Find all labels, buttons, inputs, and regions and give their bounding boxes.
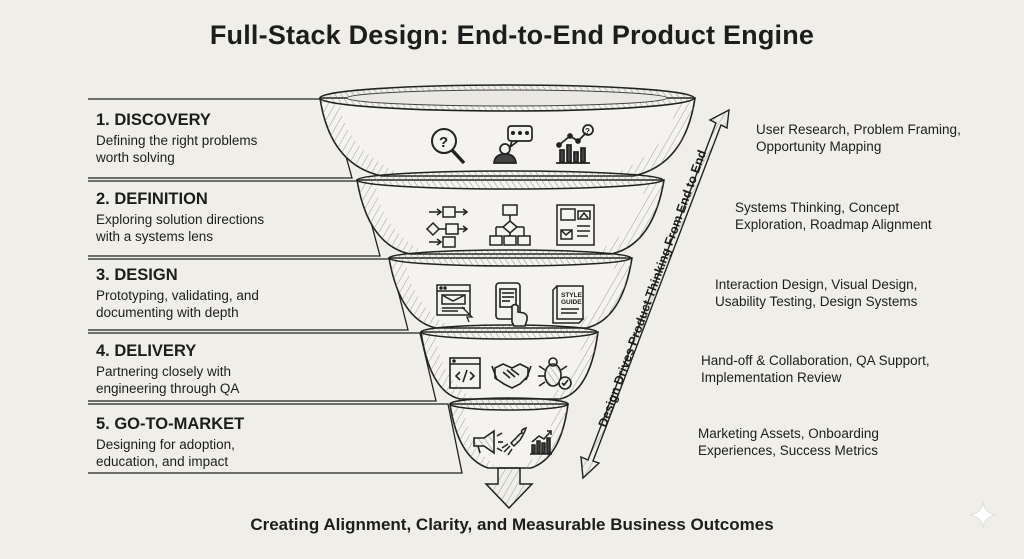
activities-discovery: User Research, Problem Framing, Opportun… (756, 122, 961, 154)
code-window-icon (449, 357, 481, 389)
mobile-tap-icon (495, 282, 528, 327)
stage-heading: 1. DISCOVERY (96, 111, 211, 129)
funnel-tier-4 (420, 324, 599, 400)
stage-definition: 2. DEFINITION Exploring solution directi… (96, 190, 356, 245)
rocket-icon (501, 426, 528, 456)
activities-design: Interaction Design, Visual Design, Usabi… (715, 277, 918, 309)
process-flow-icon (425, 206, 469, 248)
stage-heading: 3. DESIGN (96, 266, 178, 284)
stage-description: Partnering closely with engineering thro… (96, 364, 240, 396)
stage-heading: 4. DELIVERY (96, 342, 197, 360)
page-title: Full-Stack Design: End-to-End Product En… (209, 20, 815, 50)
activities-delivery: Hand-off & Collaboration, QA Support, Im… (701, 353, 930, 385)
stage-discovery: 1. DISCOVERY Defining the right problems… (96, 111, 356, 166)
svg-text:STYLE: STYLE (561, 292, 583, 299)
style-guide-icon: STYLE GUIDE (552, 285, 584, 324)
funnel-tier-2 (356, 170, 665, 255)
funnel-tier-1 (319, 84, 696, 177)
question-magnifier-icon: ? (431, 128, 466, 165)
footer-tagline: Creating Alignment, Clarity, and Measura… (250, 515, 774, 534)
browser-wireframe-icon (436, 284, 474, 323)
stage-description: Designing for adoption, education, and i… (96, 437, 235, 469)
handshake-icon (491, 363, 532, 389)
activities-definition: Systems Thinking, Concept Exploration, R… (735, 200, 932, 232)
output-arrow (484, 467, 534, 510)
svg-text:?: ? (585, 127, 590, 136)
megaphone-icon (473, 429, 503, 455)
stage-description: Prototyping, validating, and documenting… (96, 288, 259, 320)
svg-text:?: ? (439, 134, 448, 151)
analytics-chart-icon: ? (556, 124, 594, 164)
sparkle-icon (969, 501, 997, 529)
activities-go-to-market: Marketing Assets, Onboarding Experiences… (698, 426, 879, 458)
user-feedback-icon (493, 125, 533, 164)
bug-check-icon (538, 357, 572, 390)
stage-design: 3. DESIGN Prototyping, validating, and d… (96, 266, 356, 321)
wireframe-board-icon (556, 204, 595, 246)
stage-description: Defining the right problems worth solvin… (96, 133, 258, 165)
stage-heading: 2. DEFINITION (96, 190, 208, 208)
stage-description: Exploring solution directions with a sys… (96, 212, 265, 244)
growth-chart-icon (530, 430, 552, 455)
stage-heading: 5. GO-TO-MARKET (96, 415, 245, 433)
stage-delivery: 4. DELIVERY Partnering closely with engi… (96, 342, 356, 397)
stage-go-to-market: 5. GO-TO-MARKET Designing for adoption, … (96, 415, 356, 470)
svg-text:GUIDE: GUIDE (561, 299, 582, 306)
hierarchy-diagram-icon (489, 204, 531, 246)
